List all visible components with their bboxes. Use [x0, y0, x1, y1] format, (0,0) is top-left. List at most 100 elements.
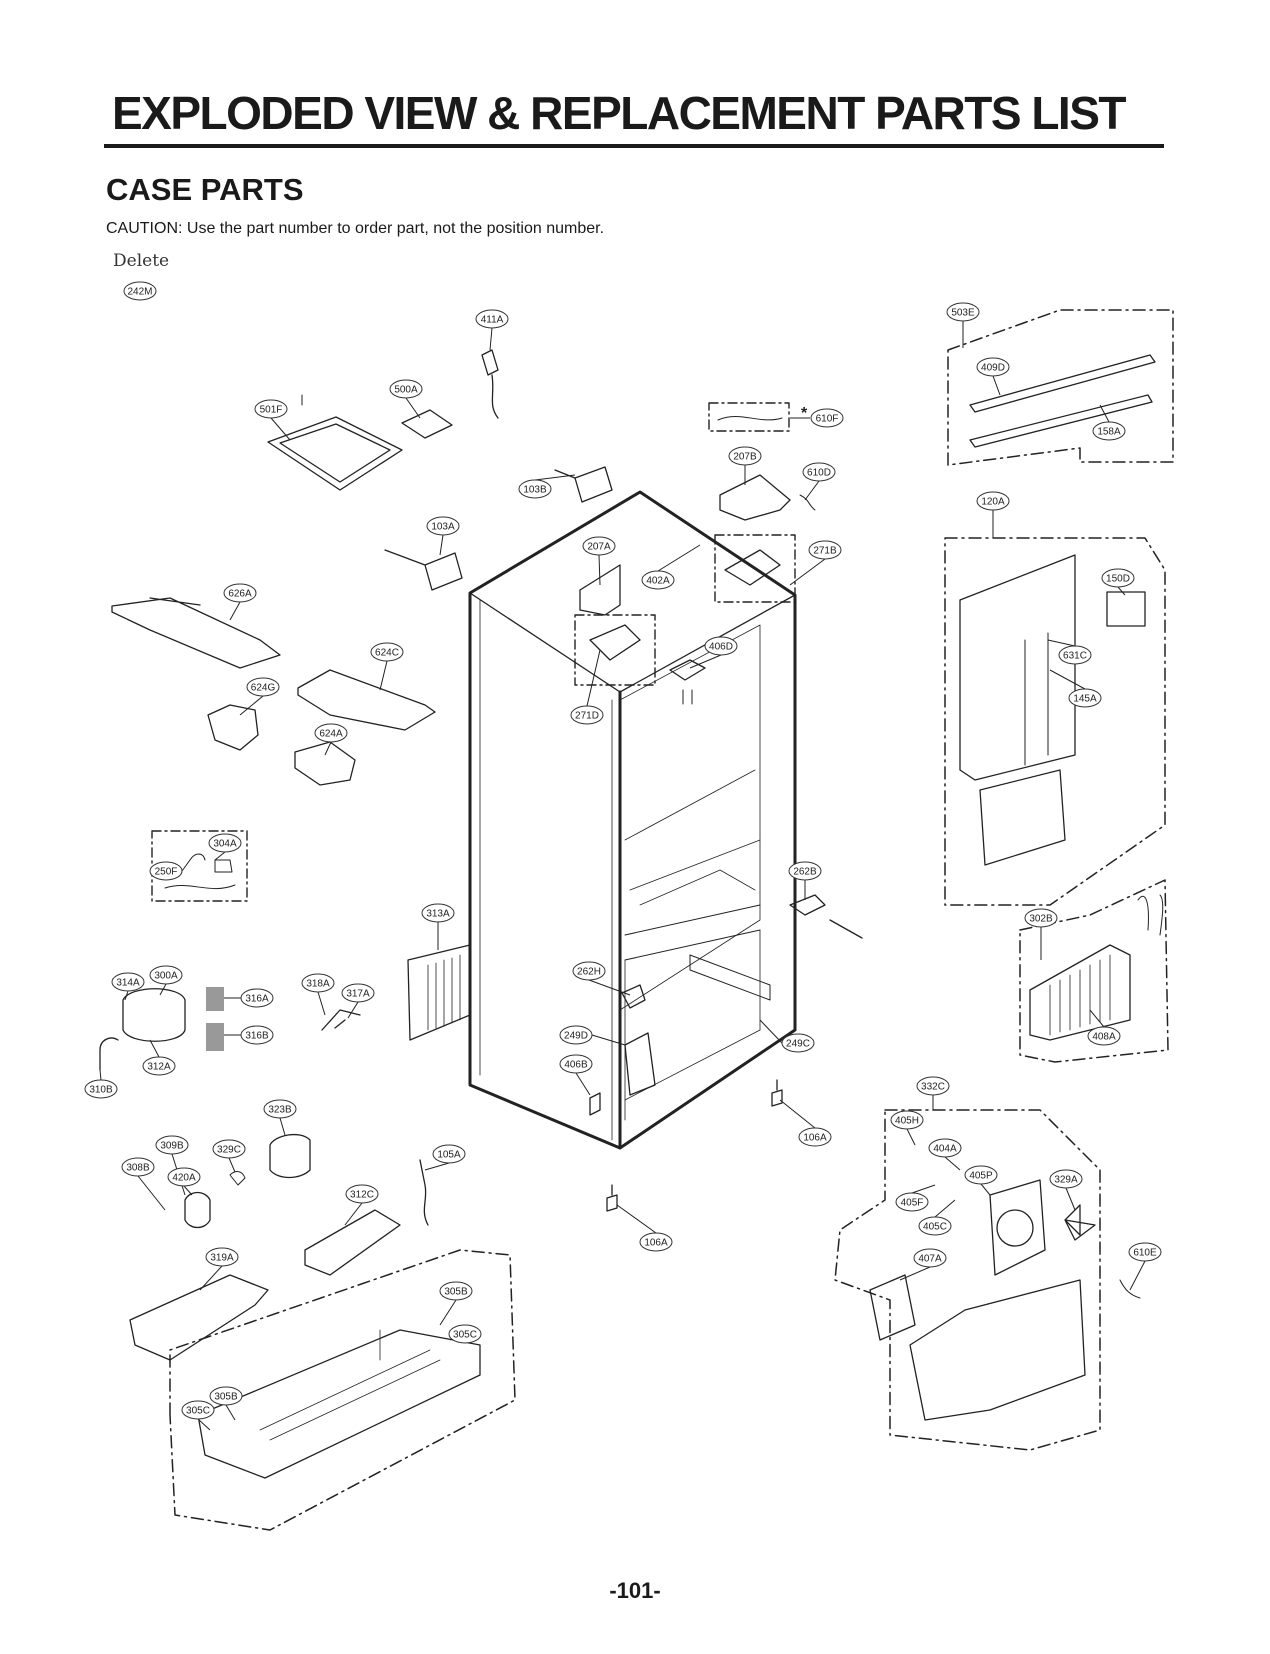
- cover-103a: [384, 549, 463, 591]
- title-rule: [104, 144, 1164, 148]
- part-label-406d: 406D: [704, 636, 738, 656]
- part-label-305c: 305C: [448, 1324, 482, 1344]
- part-label-bubble: [432, 1144, 466, 1164]
- part-label-610d: 610D: [802, 462, 836, 482]
- part-label-405h: 405H: [890, 1110, 924, 1130]
- part-label-319a: 319A: [205, 1247, 239, 1267]
- part-label-bubble: [704, 636, 738, 656]
- part-label-text: 308B: [126, 1163, 150, 1174]
- part-label-bubble: [641, 570, 675, 590]
- hinge-207a: [579, 564, 621, 616]
- part-label-bubble: [121, 1157, 155, 1177]
- part-label-text: 329A: [1054, 1175, 1078, 1186]
- part-label-262b: 262B: [788, 861, 822, 881]
- group-304a-frame: [151, 830, 248, 902]
- hose-105a: [419, 1159, 429, 1226]
- part-label-300a: 300A: [149, 965, 183, 985]
- part-label-text: 503E: [951, 308, 975, 319]
- bracket-262h: [621, 984, 646, 1009]
- part-label-120a: 120A: [976, 491, 1010, 511]
- part-label-bubble: [439, 1281, 473, 1301]
- part-label-text: 242M: [127, 287, 152, 298]
- part-label-text: 631C: [1063, 651, 1087, 662]
- part-label-bubble: [223, 583, 257, 603]
- part-label-bubble: [798, 1127, 832, 1147]
- part-label-bubble: [1068, 688, 1102, 708]
- part-label-bubble: [559, 1054, 593, 1074]
- part-label-150d: 150D: [1101, 568, 1135, 588]
- part-label-text: 262H: [577, 967, 601, 978]
- part-label-250f: 250F: [149, 861, 183, 881]
- part-label-406b: 406B: [559, 1054, 593, 1074]
- part-label-text: 250F: [155, 867, 178, 878]
- part-label-bubble: [582, 536, 616, 556]
- hinge-cover-207b: [719, 474, 791, 521]
- part-label-text: 405P: [969, 1171, 993, 1182]
- hinge-271d: [589, 624, 641, 661]
- part-label-text: 312C: [350, 1190, 374, 1201]
- part-label-bubble: [421, 903, 455, 923]
- part-label-405c: 405C: [918, 1216, 952, 1236]
- fan-motor-420a: [184, 1191, 211, 1229]
- part-label-bubble: [212, 1139, 246, 1159]
- part-label-610f: 610F: [810, 408, 844, 428]
- part-label-409d: 409D: [976, 357, 1010, 377]
- part-label-242m: 242M: [123, 281, 157, 301]
- part-label-text: 158A: [1097, 427, 1121, 438]
- leg-106a-left: [606, 1184, 618, 1212]
- hinge-271d-frame: [574, 614, 656, 686]
- group-120a-frame: [944, 537, 1166, 906]
- condenser-323b: [269, 1133, 311, 1179]
- cover-501f: [267, 416, 403, 491]
- part-label-610e: 610E: [1128, 1242, 1162, 1262]
- part-label-text: 249C: [786, 1039, 810, 1050]
- part-label-text: 271B: [813, 546, 837, 557]
- shroud-405p: [989, 1179, 1046, 1276]
- part-label-text: 305B: [214, 1392, 238, 1403]
- part-label-text: 501F: [260, 405, 283, 416]
- part-label-bubble: [149, 965, 183, 985]
- part-label-bubble: [448, 1324, 482, 1344]
- part-label-text: 408A: [1092, 1032, 1116, 1043]
- part-label-405p: 405P: [964, 1165, 998, 1185]
- part-label-501f: 501F: [254, 399, 288, 419]
- group-302b-frame: [1019, 879, 1169, 1063]
- page-title: EXPLODED VIEW & REPLACEMENT PARTS LIST: [112, 87, 1127, 139]
- part-label-text: 411A: [481, 315, 504, 326]
- part-label-308b: 308B: [121, 1157, 155, 1177]
- fan-motor-404a: [996, 1209, 1034, 1247]
- part-label-312a: 312A: [142, 1056, 176, 1076]
- part-label-503e: 503E: [946, 302, 980, 322]
- cover-624c: [297, 669, 436, 731]
- part-label-text: 318A: [306, 979, 330, 990]
- part-label-411a: 411A: [475, 309, 509, 329]
- part-label-text: 304A: [213, 839, 237, 850]
- part-label-bubble: [149, 861, 183, 881]
- part-label-text: 271D: [575, 711, 599, 722]
- part-label-bubble: [1087, 1026, 1121, 1046]
- part-label-text: 207B: [733, 452, 757, 463]
- bracket-262b: [789, 894, 863, 939]
- part-label-bubble: [84, 1079, 118, 1099]
- part-label-404a: 404A: [928, 1138, 962, 1158]
- part-label-bubble: [781, 1033, 815, 1053]
- part-label-420a: 420A: [167, 1167, 201, 1187]
- harness-610f-frame: [708, 402, 790, 432]
- part-label-bubble: [167, 1167, 201, 1187]
- part-label-407a: 407A: [913, 1248, 947, 1268]
- part-label-bubble: [570, 705, 604, 725]
- part-label-309b: 309B: [155, 1135, 189, 1155]
- part-label-624g: 624G: [246, 677, 280, 697]
- part-label-bubble: [890, 1110, 924, 1130]
- part-label-bubble: [1128, 1242, 1162, 1262]
- part-label-text: 406D: [709, 642, 733, 653]
- section-title: CASE PARTS: [106, 172, 304, 207]
- cover-313a: [407, 944, 471, 1041]
- part-label-405f: 405F: [895, 1192, 929, 1212]
- bracket-312c: [304, 1209, 401, 1276]
- part-label-text: 300A: [154, 971, 178, 982]
- part-label-text: 106A: [803, 1133, 827, 1144]
- hinge-271b: [724, 549, 781, 586]
- asterisk-marker: *: [801, 405, 808, 422]
- fan-blade-329a: [1064, 1204, 1096, 1241]
